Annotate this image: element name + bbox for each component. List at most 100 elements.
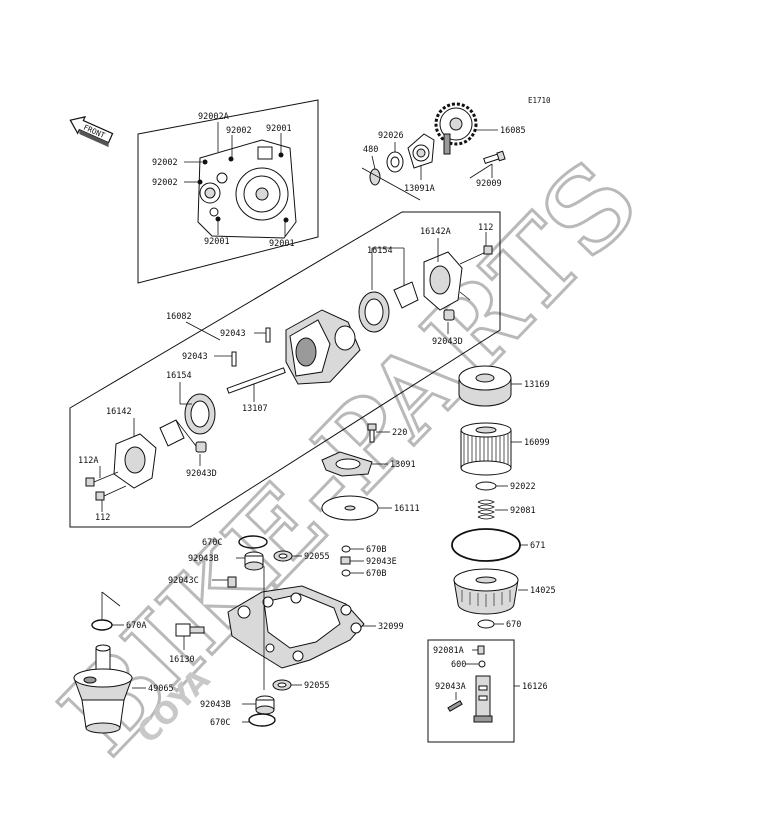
label-480: 480: [363, 145, 378, 155]
bushing-92043d-low: [195, 441, 207, 453]
label-16082: 16082: [166, 312, 192, 322]
pump-shaft-13107: [226, 367, 286, 394]
label-92002a: 92002A: [198, 112, 229, 122]
label-92055-top: 92055: [304, 552, 330, 562]
label-92001-br: 92001: [269, 239, 295, 249]
dowel-92043b-low: [255, 695, 275, 715]
rotor-16154-left: [159, 393, 216, 447]
pump-cover-16142: [113, 433, 157, 489]
label-92022: 92022: [510, 482, 536, 492]
spring-92081a: [477, 645, 485, 655]
label-16142: 16142: [106, 407, 132, 417]
label-92043b-low: 92043B: [200, 700, 231, 710]
diagram-code: E1710: [528, 96, 551, 105]
label-92043-b: 92043: [182, 352, 208, 362]
relief-valve-body: [473, 675, 493, 723]
pump-cover-leaders: [184, 122, 286, 236]
relief-valve-box: [427, 639, 515, 743]
o-ring-92022: [475, 481, 497, 491]
bushing-92043d-top: [443, 309, 455, 321]
label-92043d-top: 92043D: [432, 337, 463, 347]
label-32099: 32099: [378, 622, 404, 632]
label-220: 220: [392, 428, 407, 438]
label-16130: 16130: [169, 655, 195, 665]
label-92001-bl: 92001: [204, 237, 230, 247]
oil-filter-16099: [460, 422, 512, 476]
label-16154-left: 16154: [166, 371, 192, 381]
bolt-112a: [85, 471, 119, 487]
label-92043a: 92043A: [435, 682, 466, 692]
label-92001-top: 92001: [266, 124, 292, 134]
label-92043e: 92043E: [366, 557, 397, 567]
label-92081a: 92081A: [433, 646, 464, 656]
drive-gear-16085: [434, 102, 478, 155]
label-92081: 92081: [510, 506, 536, 516]
pump-cover-16142a: [423, 251, 463, 311]
label-92002-low: 92002: [152, 178, 178, 188]
label-670: 670: [506, 620, 521, 630]
assembly-leaders: [99, 232, 487, 512]
bolt-112-low: [95, 485, 127, 501]
label-16111: 16111: [394, 504, 420, 514]
label-92002-mid: 92002: [152, 158, 178, 168]
label-16099: 16099: [524, 438, 550, 448]
label-92002-top: 92002: [226, 126, 252, 136]
label-112a: 112A: [78, 456, 98, 466]
o-ring-671: [451, 528, 521, 562]
oil-pump-assembly-box: [69, 211, 501, 528]
pump-cover-plate: [197, 139, 297, 239]
label-92026: 92026: [378, 131, 404, 141]
label-112-low: 112: [95, 513, 110, 523]
pin-92043a: [447, 700, 463, 712]
strainer-cover-13091: [321, 451, 373, 477]
filter-cap-13169: [458, 365, 512, 407]
gear-bracket-13091a: [407, 133, 435, 169]
dowel-92043c: [227, 576, 237, 588]
label-670b-a: 670B: [366, 545, 386, 555]
bolt-92009: [483, 150, 506, 164]
bolt-112-top: [459, 245, 493, 265]
o-ring-670c-low: [248, 713, 276, 727]
washer-92055-low: [272, 679, 292, 691]
washer-92026: [386, 151, 404, 173]
label-16142a: 16142A: [420, 227, 451, 237]
label-13107: 13107: [242, 404, 268, 414]
o-ring-670: [477, 619, 495, 629]
label-92043b-top: 92043B: [188, 554, 219, 564]
rotor-16154-top: [358, 281, 419, 333]
label-670b-b: 670B: [366, 569, 386, 579]
label-671: 671: [530, 541, 545, 551]
label-16085: 16085: [500, 126, 526, 136]
label-14025: 14025: [530, 586, 556, 596]
dowel-92043b-top: [244, 551, 264, 571]
label-92043d-low: 92043D: [186, 469, 217, 479]
label-16126: 16126: [522, 682, 548, 692]
pin-92043-b: [231, 351, 237, 367]
bolt-220: [367, 423, 377, 443]
relief-valve-16130: [175, 623, 205, 637]
label-13169: 13169: [524, 380, 550, 390]
pump-body: [285, 309, 361, 385]
label-92009: 92009: [476, 179, 502, 189]
filter-cover-14025: [453, 568, 519, 615]
oil-pan-32099: [227, 585, 365, 669]
oil-screen-16111: [321, 495, 379, 521]
label-92043c: 92043C: [168, 576, 199, 586]
o-ring-670c-top: [238, 535, 268, 549]
label-16154-top: 16154: [367, 246, 393, 256]
label-49065: 49065: [148, 684, 174, 694]
oil-strainer-49065: [73, 644, 133, 734]
ball-600: [478, 660, 486, 668]
label-13091: 13091: [390, 460, 416, 470]
label-670c-top: 670C: [202, 538, 222, 548]
label-600: 600: [451, 660, 466, 670]
drive-gear-leaders: [361, 129, 498, 201]
spring-92081: [477, 499, 495, 520]
label-670a: 670A: [126, 621, 146, 631]
label-112-top: 112: [478, 223, 493, 233]
washer-92055-top: [273, 550, 293, 562]
label-92055-low: 92055: [304, 681, 330, 691]
o-ring-670b-b: [341, 569, 351, 577]
pump-cover-box: [137, 99, 319, 284]
label-670c-low: 670C: [210, 718, 230, 728]
